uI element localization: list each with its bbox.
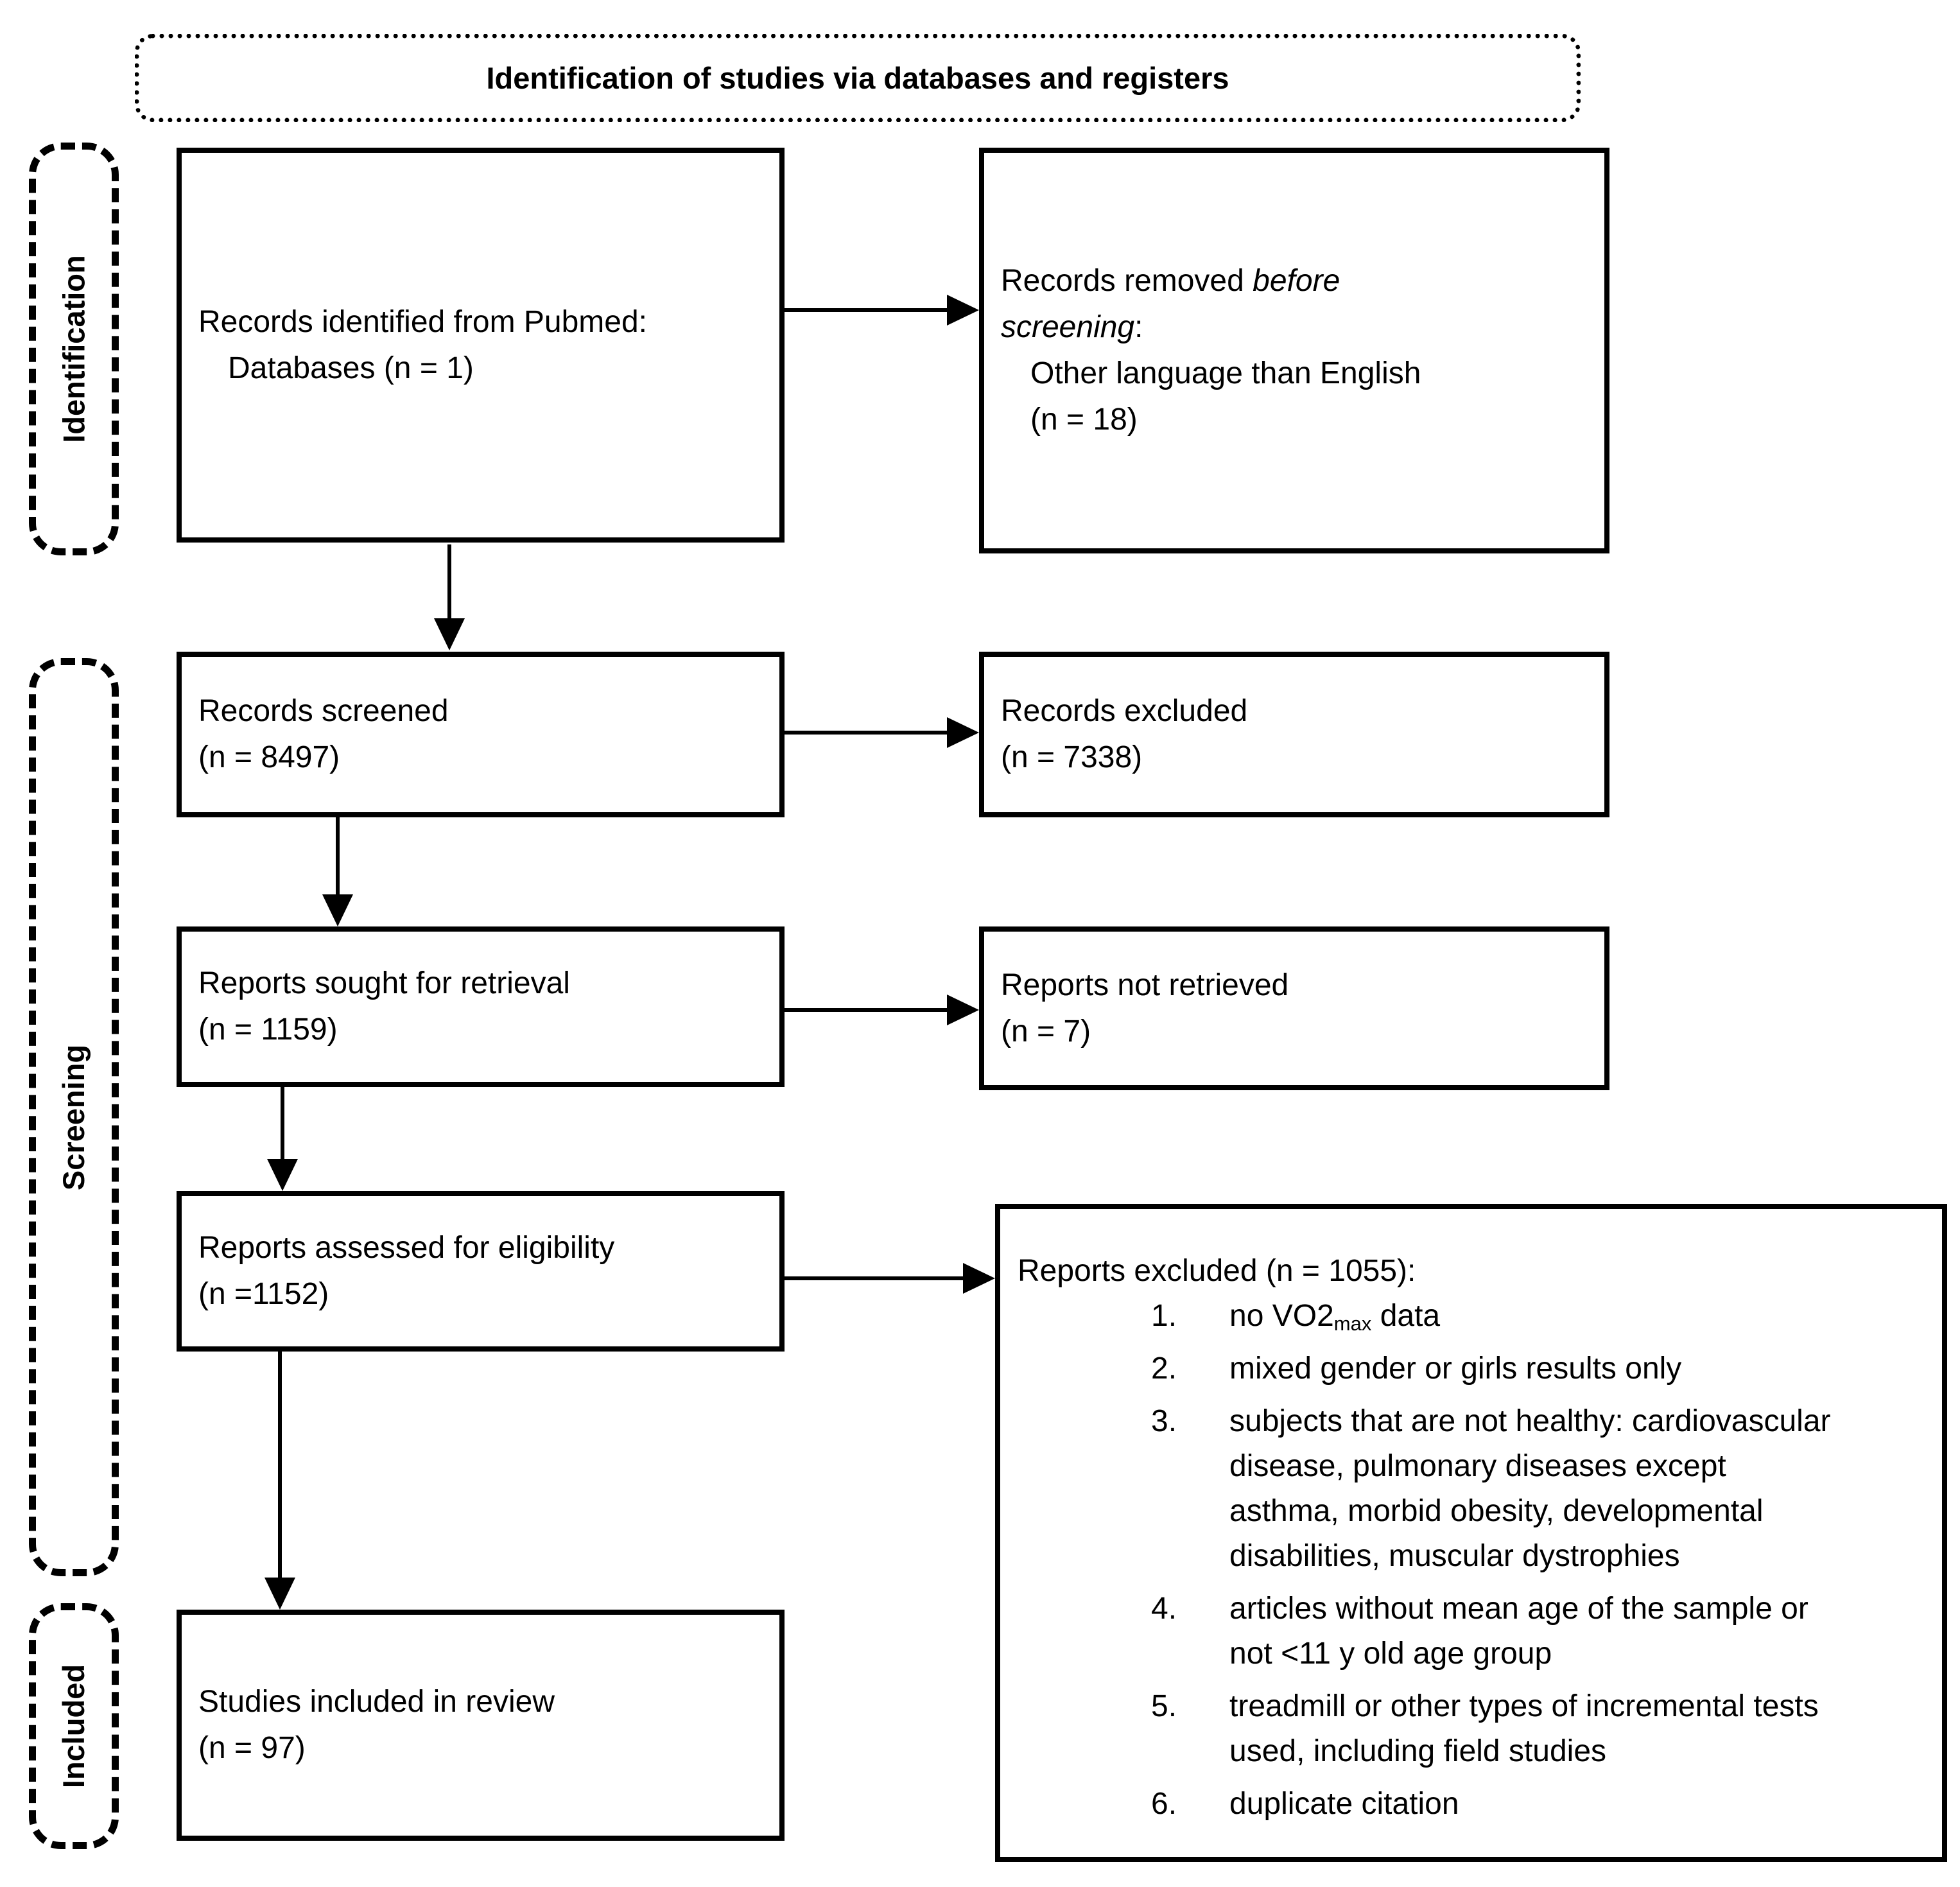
box-reports-sought: Reports sought for retrieval (n = 1159): [177, 926, 785, 1087]
records-removed-line2: screening:: [984, 304, 1604, 351]
excluded-item-2: 2. mixed gender or girls results only: [1151, 1346, 1942, 1399]
excluded-item-5: 5. treadmill or other types of increment…: [1151, 1684, 1942, 1782]
studies-included-line1: Studies included in review: [198, 1685, 555, 1719]
excluded-item-3-number: 3.: [1151, 1404, 1177, 1438]
records-excluded-line1: Records excluded: [1001, 694, 1248, 728]
reports-not-retrieved-line1: Reports not retrieved: [1001, 968, 1289, 1002]
excluded-item-4-text: articles without mean age of the sample …: [1229, 1587, 1839, 1684]
arrow-shaft: [447, 544, 451, 618]
stage-bracket-included: Included: [29, 1603, 119, 1849]
excluded-item-6-pre: duplicate citation: [1229, 1787, 1459, 1821]
arrow-right-icon: [947, 995, 979, 1025]
reports-sought-line1: Reports sought for retrieval: [198, 966, 570, 1000]
box-records-identified: Records identified from Pubmed: Database…: [177, 148, 785, 543]
excluded-item-6: 6. duplicate citation: [1151, 1782, 1942, 1834]
records-removed-line2-italic: screening: [1001, 310, 1135, 344]
records-identified-line2: Databases (n = 1): [228, 351, 474, 385]
arrow-shaft: [785, 731, 947, 735]
arrow-down-icon: [322, 894, 353, 926]
records-identified-line1: Records identified from Pubmed:: [198, 304, 647, 339]
arrow-right-icon: [963, 1263, 995, 1294]
arrow-shaft: [785, 1276, 963, 1280]
records-removed-reason: Other language than English: [1030, 356, 1421, 390]
box-studies-included: Studies included in review (n = 97): [177, 1610, 785, 1841]
records-removed-line1: Records removed before: [984, 258, 1604, 304]
stage-bracket-screening: Screening: [29, 658, 119, 1576]
reports-excluded-heading: Reports excluded (n = 1055):: [1018, 1254, 1416, 1288]
excluded-item-5-number: 5.: [1151, 1689, 1177, 1723]
excluded-item-1-number: 1.: [1151, 1299, 1177, 1333]
excluded-item-3-pre: subjects that are not healthy: cardiovas…: [1229, 1404, 1831, 1573]
arrow-shaft: [278, 1352, 282, 1578]
excluded-item-1-text: no VO2max data: [1229, 1294, 1839, 1346]
box-reports-excluded-reasons: Reports excluded (n = 1055): 1. no VO2ma…: [995, 1204, 1947, 1862]
excluded-item-1-pre: no VO2: [1229, 1299, 1334, 1333]
arrow-down-icon: [434, 618, 465, 650]
excluded-item-4-number: 4.: [1151, 1592, 1177, 1626]
stage-bracket-identification: Identification: [29, 143, 119, 555]
arrow-right-icon: [947, 717, 979, 748]
arrow-shaft: [336, 817, 340, 894]
studies-included-count: (n = 97): [198, 1731, 306, 1765]
reports-not-retrieved-count: (n = 7): [1001, 1014, 1091, 1048]
excluded-item-6-number: 6.: [1151, 1787, 1177, 1821]
box-reports-not-retrieved: Reports not retrieved (n = 7): [979, 926, 1609, 1090]
arrow-right-icon: [947, 295, 979, 326]
arrow-down-icon: [267, 1159, 298, 1191]
excluded-item-3: 3. subjects that are not healthy: cardio…: [1151, 1399, 1942, 1587]
excluded-item-6-text: duplicate citation: [1229, 1782, 1839, 1834]
records-screened-count: (n = 8497): [198, 740, 340, 774]
diagram-title: Identification of studies via databases …: [486, 61, 1229, 95]
records-removed-count: (n = 18): [1030, 403, 1138, 437]
excluded-item-2-text: mixed gender or girls results only: [1229, 1346, 1839, 1399]
records-removed-line1-regular: Records removed: [1001, 264, 1253, 298]
arrow-shaft: [785, 1008, 947, 1012]
box-records-excluded: Records excluded (n = 7338): [979, 652, 1609, 817]
reports-sought-count: (n = 1159): [198, 1013, 338, 1047]
excluded-item-1-subscript: max: [1333, 1312, 1372, 1335]
excluded-item-1-post: data: [1371, 1299, 1441, 1333]
reports-assessed-line1: Reports assessed for eligibility: [198, 1231, 615, 1265]
records-excluded-count: (n = 7338): [1001, 740, 1143, 774]
records-screened-line1: Records screened: [198, 694, 449, 728]
excluded-item-5-pre: treadmill or other types of incremental …: [1229, 1689, 1819, 1768]
arrow-down-icon: [265, 1578, 295, 1610]
stage-label-screening: Screening: [56, 1044, 91, 1190]
title-box: Identification of studies via databases …: [135, 34, 1581, 122]
excluded-item-2-pre: mixed gender or girls results only: [1229, 1352, 1682, 1386]
excluded-item-5-text: treadmill or other types of incremental …: [1229, 1684, 1839, 1782]
box-records-removed: Records removed before screening: Other …: [979, 148, 1609, 553]
reports-assessed-count: (n =1152): [198, 1277, 329, 1311]
stage-label-identification: Identification: [56, 255, 91, 443]
excluded-item-4: 4. articles without mean age of the samp…: [1151, 1587, 1942, 1684]
records-removed-line1-italic: before: [1253, 264, 1340, 298]
excluded-item-3-text: subjects that are not healthy: cardiovas…: [1229, 1399, 1839, 1587]
excluded-item-4-pre: articles without mean age of the sample …: [1229, 1592, 1808, 1671]
box-records-screened: Records screened (n = 8497): [177, 652, 785, 817]
box-reports-assessed: Reports assessed for eligibility (n =115…: [177, 1191, 785, 1352]
stage-label-included: Included: [56, 1664, 91, 1789]
arrow-shaft: [281, 1086, 284, 1159]
records-removed-line2-colon: :: [1134, 310, 1143, 344]
excluded-item-2-number: 2.: [1151, 1352, 1177, 1386]
arrow-shaft: [785, 308, 947, 312]
excluded-item-1: 1. no VO2max data: [1151, 1294, 1942, 1346]
